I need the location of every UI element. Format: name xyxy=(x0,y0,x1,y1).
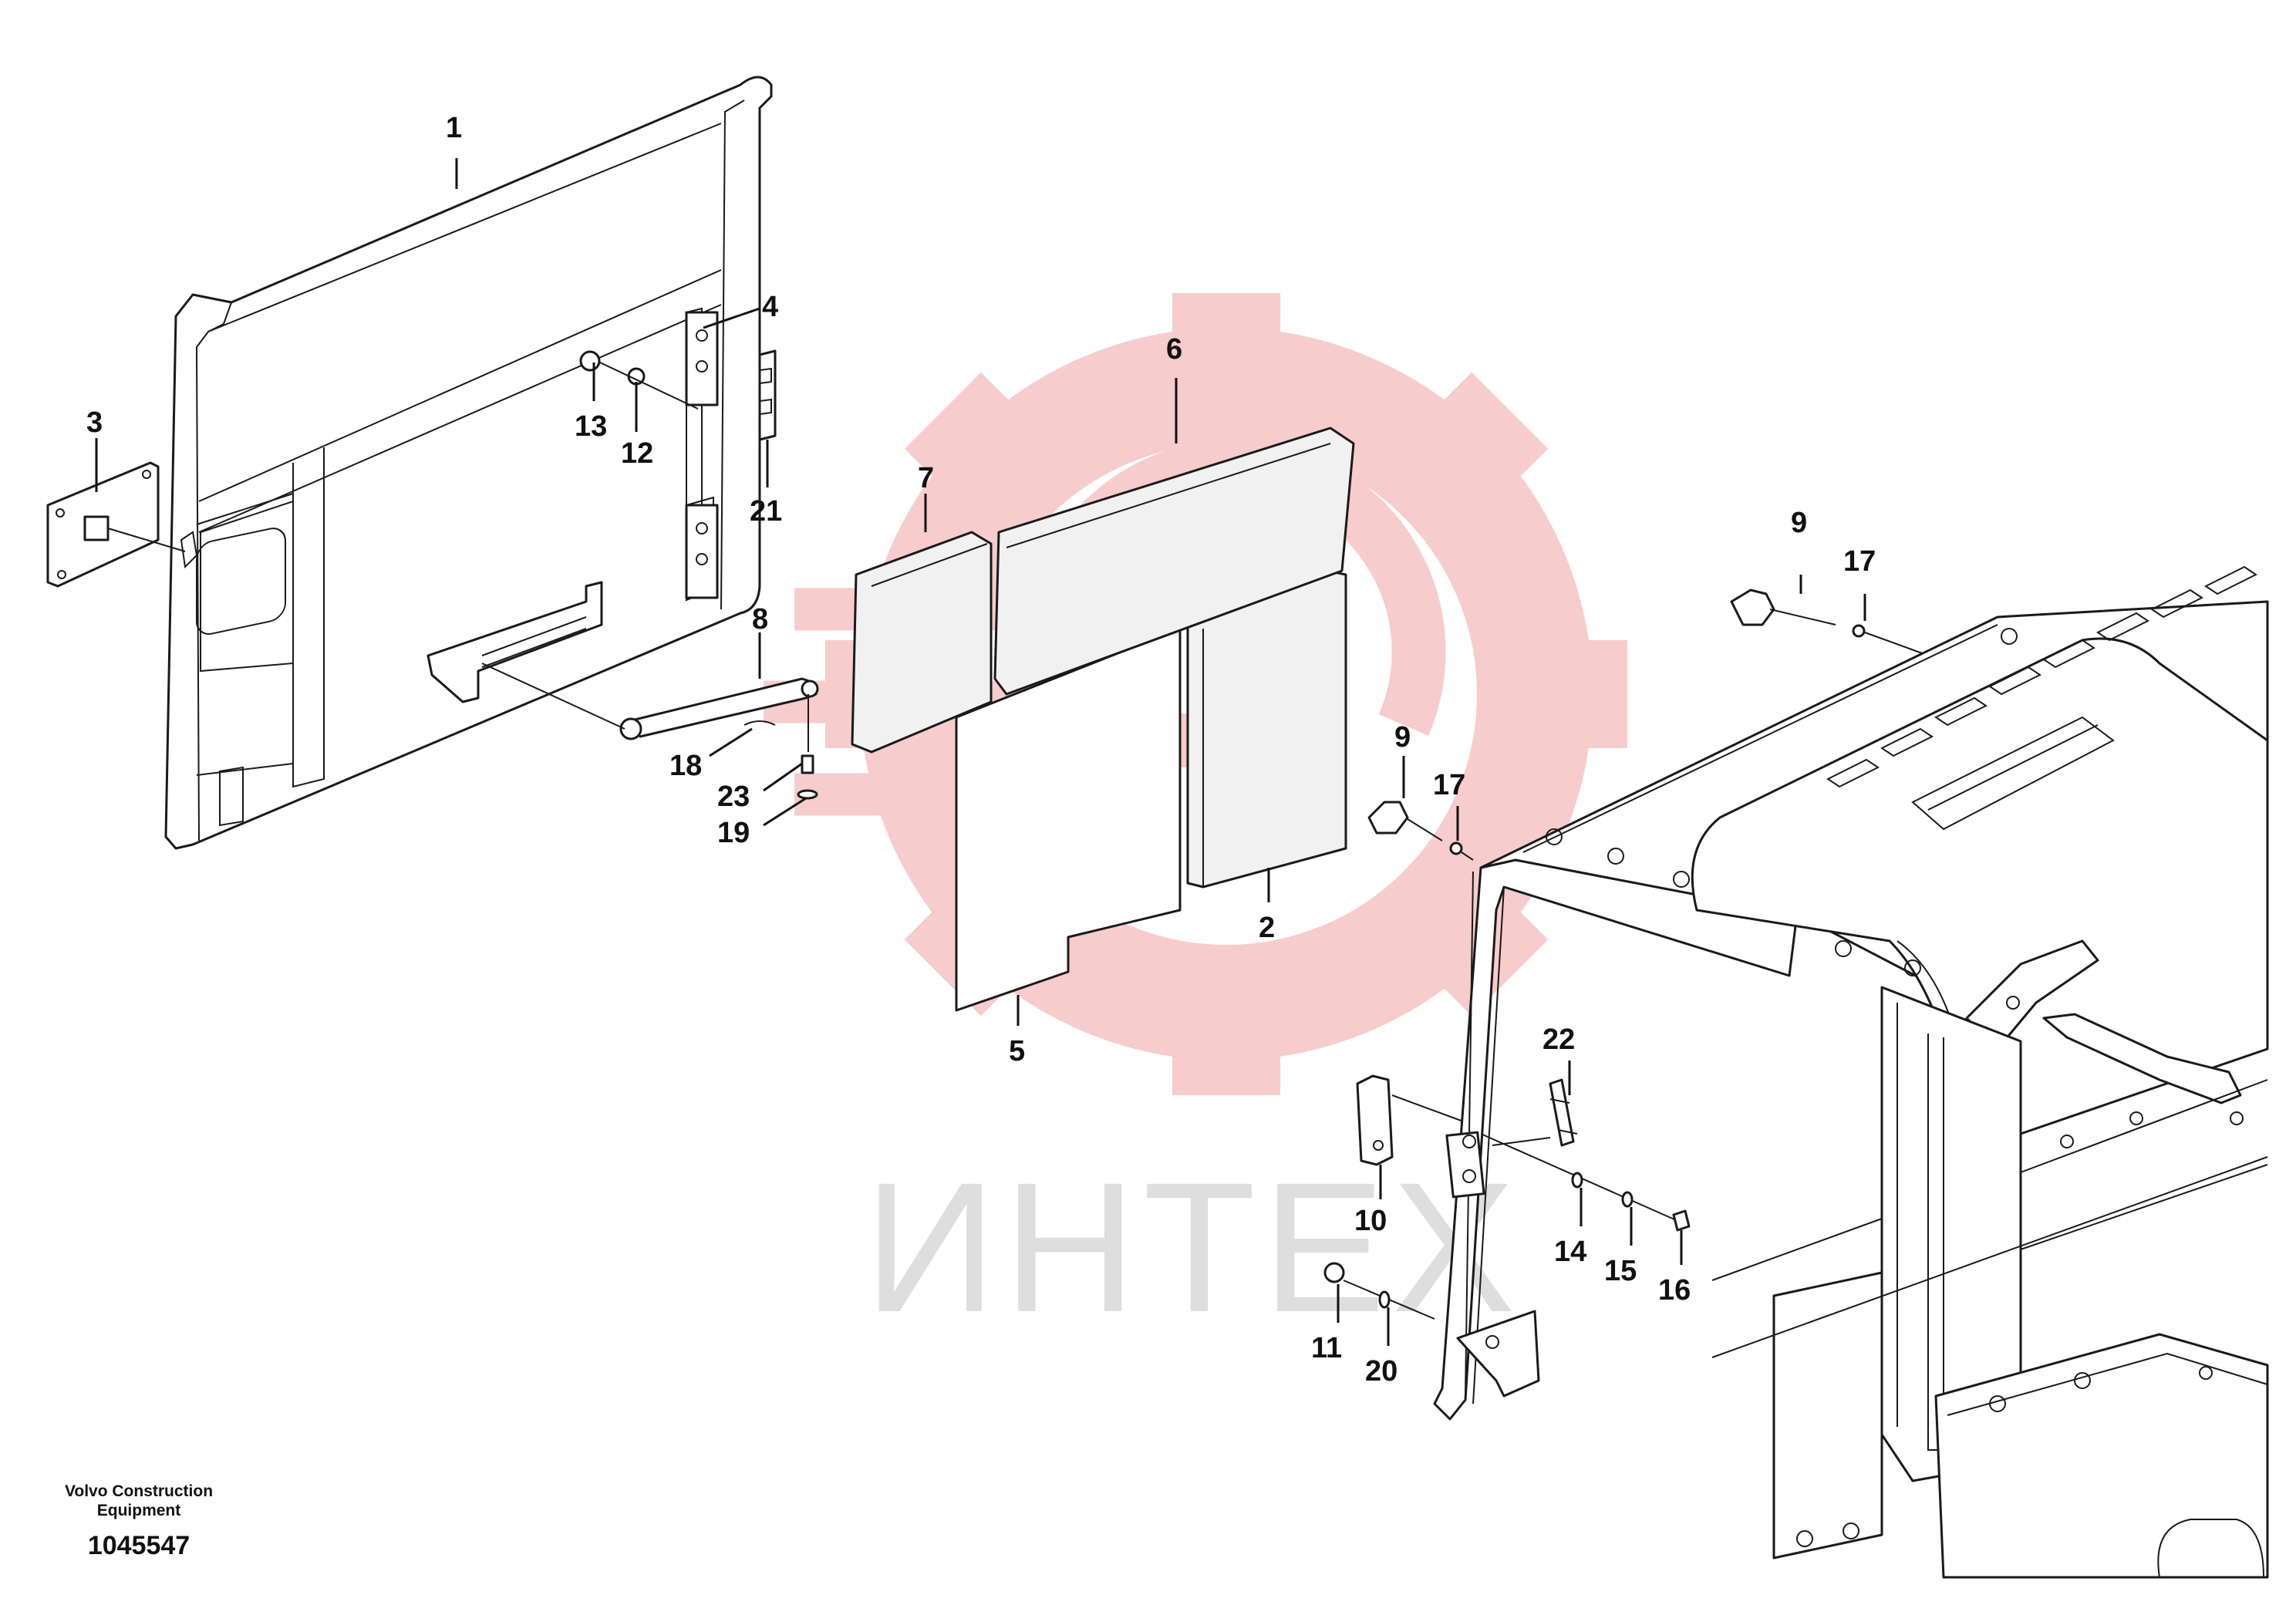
part-11-20-bolt xyxy=(1323,1262,1435,1320)
part-9-bolt-lower xyxy=(1367,801,1474,861)
label-part-11: 11 xyxy=(1311,1332,1342,1364)
part-14-15-16-bolt-set xyxy=(1480,1133,1691,1232)
part-7-insulation-block xyxy=(851,531,993,754)
label-part-19: 19 xyxy=(717,817,750,849)
label-part-3: 3 xyxy=(86,406,103,439)
footer-drawing-number: 1045547 xyxy=(88,1531,190,1560)
label-part-4: 4 xyxy=(762,291,778,323)
machine-body xyxy=(1433,565,2269,1579)
part-10-clamp xyxy=(1356,1074,1466,1166)
label-part-2: 2 xyxy=(1259,912,1275,944)
label-part-1: 1 xyxy=(446,112,462,144)
part-9-bolt-upper xyxy=(1730,588,1925,655)
part-8-support-rod xyxy=(481,663,819,800)
label-part-9-lower: 9 xyxy=(1394,721,1411,754)
label-part-21: 21 xyxy=(750,495,782,528)
label-part-8: 8 xyxy=(752,603,768,636)
leader-lines xyxy=(95,158,1866,1346)
label-part-17-lower: 17 xyxy=(1433,769,1465,801)
label-part-17-upper: 17 xyxy=(1843,545,1876,578)
label-part-14: 14 xyxy=(1554,1236,1586,1268)
label-part-9-upper: 9 xyxy=(1791,507,1807,539)
part-1-door-frame xyxy=(164,76,773,850)
label-part-7: 7 xyxy=(918,462,934,494)
part-3-latch-plate xyxy=(46,461,198,588)
label-part-16: 16 xyxy=(1658,1274,1691,1307)
label-part-6: 6 xyxy=(1166,333,1182,366)
part-labels: 1 2 3 4 5 6 7 8 9 9 10 11 12 13 14 15 16… xyxy=(86,112,1876,1388)
part-6-insulation-block xyxy=(993,427,1355,696)
footer-company-line2: Equipment xyxy=(97,1502,181,1519)
label-part-12: 12 xyxy=(621,437,653,470)
label-part-22: 22 xyxy=(1542,1023,1575,1056)
label-part-15: 15 xyxy=(1604,1255,1637,1287)
label-part-13: 13 xyxy=(575,410,607,443)
label-part-5: 5 xyxy=(1009,1035,1025,1067)
label-part-18: 18 xyxy=(669,750,702,782)
label-part-10: 10 xyxy=(1354,1205,1387,1237)
watermark-text: ИНТЕХ xyxy=(864,1144,1522,1351)
footer-company-line1: Volvo Construction xyxy=(65,1482,213,1500)
footer-block: Volvo Construction Equipment 1045547 xyxy=(65,1482,213,1560)
label-part-23: 23 xyxy=(717,781,750,813)
part-22-bracket xyxy=(1492,1078,1578,1147)
label-part-20: 20 xyxy=(1365,1355,1397,1388)
part-21-bracket xyxy=(758,349,777,441)
